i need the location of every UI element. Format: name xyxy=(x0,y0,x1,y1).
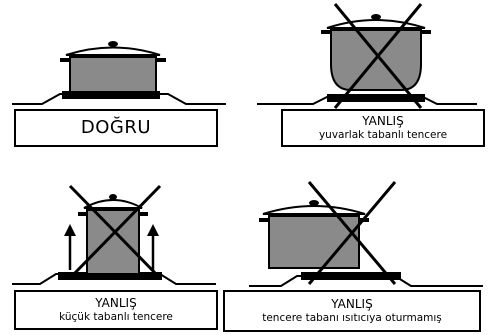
panel-not-seated: YANLIŞ tencere tabanı ısıtıcıya oturmamı… xyxy=(223,178,489,335)
burner xyxy=(301,272,401,280)
burner xyxy=(327,94,425,102)
burner xyxy=(62,91,160,99)
panel-title: YANLIŞ xyxy=(331,297,373,312)
panel-small-bottom: YANLIŞ küçük tabanlı tencere xyxy=(0,178,244,335)
pot-body xyxy=(86,209,140,275)
not-seated-pot-illustration xyxy=(249,181,483,287)
panel-subtitle: tencere tabanı ısıtıcıya oturmamış xyxy=(262,311,442,324)
label-correct: DOĞRU xyxy=(14,109,218,147)
panel-correct: DOĞRU xyxy=(0,0,244,150)
panel-title: YANLIŞ xyxy=(362,114,404,129)
small-bottom-pot-illustration xyxy=(12,184,216,285)
burner xyxy=(58,272,162,280)
panel-subtitle: yuvarlak tabanlı tencere xyxy=(318,128,448,141)
panel-round-bottom: YANLIŞ yuvarlak tabanlı tencere xyxy=(245,0,489,150)
pot-body xyxy=(69,56,157,93)
panel-subtitle: küçük tabanlı tencere xyxy=(59,310,173,323)
label-small-bottom: YANLIŞ küçük tabanlı tencere xyxy=(14,290,218,330)
label-not-seated: YANLIŞ tencere tabanı ısıtıcıya oturmamı… xyxy=(223,290,481,332)
panel-title: DOĞRU xyxy=(80,116,152,138)
correct-pot-illustration xyxy=(12,41,226,105)
round-bottom-pot-illustration xyxy=(257,3,477,109)
panel-title: YANLIŞ xyxy=(95,296,137,311)
label-round-bottom: YANLIŞ yuvarlak tabanlı tencere xyxy=(281,109,485,147)
